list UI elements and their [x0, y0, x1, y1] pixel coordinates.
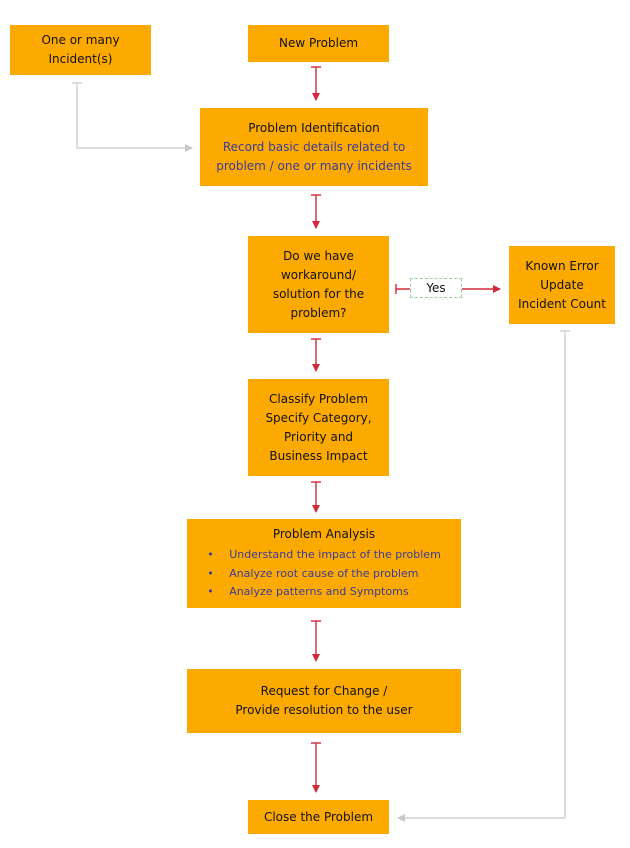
problem-identification-node: Problem Identification Record basic deta… [200, 108, 428, 186]
edge-identification-to-question [311, 194, 321, 229]
edge-question-to-classify [311, 338, 321, 372]
edge-request-to-close [311, 742, 321, 793]
request-line-1: Request for Change / [260, 684, 388, 698]
analysis-bullet: •Analyze patterns and Symptoms [207, 583, 441, 602]
identification-title: Problem Identification [248, 120, 380, 135]
identification-detail-1: Record basic details related to [222, 139, 406, 154]
new-problem-label: New Problem [278, 36, 359, 50]
bullet-dot-icon: • [207, 548, 214, 562]
question-line-3: solution for the [272, 286, 365, 301]
bullet-dot-icon: • [207, 585, 214, 599]
classify-line-4: Business Impact [269, 448, 368, 463]
classify-line-3: Priority and [283, 429, 354, 444]
known-error-line-2: Update [540, 277, 584, 292]
incidents-node: One or many Incident(s) [10, 25, 151, 75]
analysis-bullet: •Analyze root cause of the problem [207, 565, 441, 584]
close-label: Close the Problem [263, 809, 374, 824]
question-line-1: Do we have [283, 248, 354, 263]
classify-line-1: Classify Problem [269, 391, 368, 406]
classify-line-2: Specify Category, [265, 410, 372, 425]
close-problem-node: Close the Problem [248, 800, 389, 834]
workaround-question-node: Do we have workaround/ solution for the … [248, 236, 389, 333]
edge-knownerror-to-close [397, 331, 566, 822]
edge-new-to-identification [311, 66, 321, 101]
question-line-2: workaround/ [280, 267, 357, 282]
known-error-line-1: Known Error [525, 258, 599, 273]
new-problem-node: New Problem [248, 25, 389, 62]
analysis-bullet: •Understand the impact of the problem [207, 546, 441, 565]
request-change-node: Request for Change / Provide resolution … [187, 669, 461, 733]
edge-incidents-to-identification [76, 83, 193, 152]
yes-edge-label: Yes [410, 278, 462, 298]
request-line-2: Provide resolution to the user [235, 703, 413, 717]
incidents-line-2: Incident(s) [48, 52, 113, 66]
known-error-node: Known Error Update Incident Count [509, 246, 615, 324]
bullet-dot-icon: • [207, 566, 214, 580]
incidents-line-1: One or many [41, 33, 120, 47]
question-line-4: problem? [290, 305, 347, 320]
classify-problem-node: Classify Problem Specify Category, Prior… [248, 379, 389, 476]
known-error-line-3: Incident Count [518, 296, 606, 311]
edge-analysis-to-request [311, 620, 321, 662]
edge-classify-to-analysis [311, 481, 321, 513]
analysis-bullet-list: •Understand the impact of the problem •A… [207, 546, 441, 602]
problem-analysis-node: Problem Analysis •Understand the impact … [187, 519, 461, 608]
analysis-title: Problem Analysis [272, 527, 376, 542]
identification-detail-2: problem / one or many incidents [216, 158, 412, 173]
